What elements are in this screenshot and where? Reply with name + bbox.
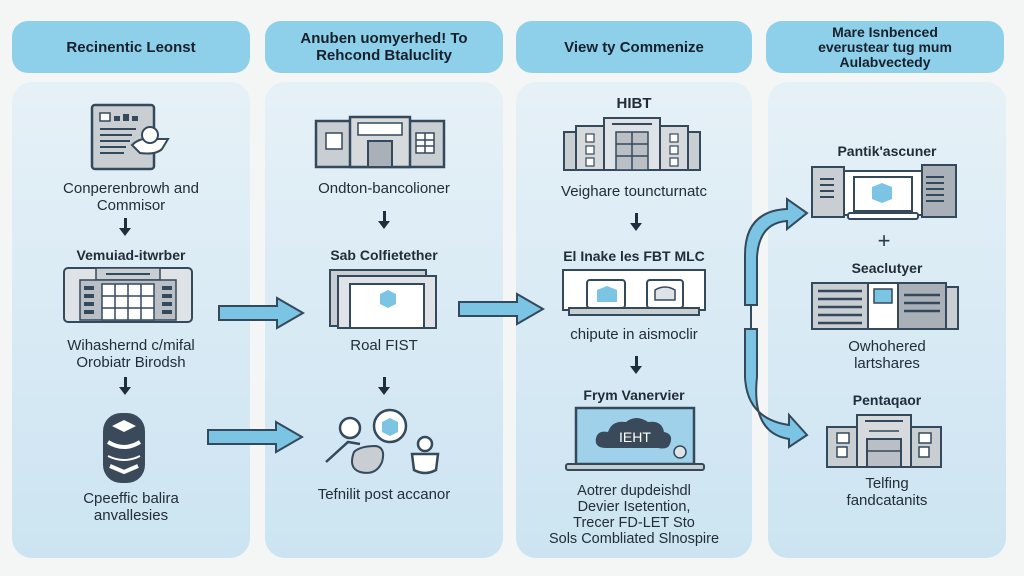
step-label: Roal FIST — [350, 337, 418, 354]
factory-building-icon — [826, 414, 942, 468]
server-rack-icon — [811, 282, 959, 330]
people-chat-icon — [325, 408, 440, 475]
step-title: Sab Colfietether — [330, 247, 438, 263]
step-label: Tefnilit post accanor — [317, 486, 451, 503]
laptop-cloud-icon — [565, 406, 705, 471]
building-icon — [63, 267, 193, 323]
database-icon — [103, 413, 145, 483]
step-title: Pentaqaor — [852, 392, 922, 408]
step-label: Wihashernd c/mifal Orobiatr Birodsh — [67, 337, 195, 371]
step-title: Frym Vanervier — [583, 387, 685, 403]
step-label: Ondton-bancolioner — [318, 180, 450, 197]
step-title: Seaclutyer — [851, 260, 923, 276]
step-label: Aotrer dupdeishdl Devier Isetention, Tre… — [548, 483, 720, 547]
step-title: Pantik'ascuner — [837, 143, 937, 159]
step-title: Vemuiad-itwrber — [76, 247, 186, 263]
step-label: Owhohered lartshares — [848, 338, 926, 372]
computer-station-icon — [811, 164, 957, 220]
step-label: Cpeeffic balira anvallesies — [83, 490, 179, 524]
step-label: Conperenbrowh and Commisor — [63, 180, 199, 214]
office-building-icon — [314, 115, 446, 169]
column-header-4: Mare Isnbenced everustear tug mum Aulabv… — [766, 21, 1004, 73]
step-label: chipute in aismoclir — [570, 326, 698, 343]
screens-icon — [329, 269, 437, 329]
column-header-3: View ty Commenize — [516, 21, 752, 73]
arrow-right-icon — [458, 292, 546, 326]
step-title: HIBT — [616, 95, 652, 112]
step-label: Telfing fandcatanits — [846, 475, 928, 509]
arrow-right-icon — [218, 296, 306, 330]
arrow-right-icon — [207, 420, 305, 454]
column-header-1: Recinentic Leonst — [12, 21, 250, 73]
folders-panel-icon — [562, 269, 706, 316]
document-icon — [90, 103, 170, 171]
column-header-2: Anuben uomyerhed! To Rehcond Btaluclity — [265, 21, 503, 73]
split-arrow-icon — [744, 197, 809, 449]
cloud-label: IEHT — [619, 429, 651, 445]
step-title: El Inake les FBT MLC — [563, 248, 705, 264]
step-label: Veighare touncturnatc — [561, 183, 707, 200]
plus-icon: + — [877, 228, 891, 253]
bank-building-icon — [563, 117, 701, 171]
